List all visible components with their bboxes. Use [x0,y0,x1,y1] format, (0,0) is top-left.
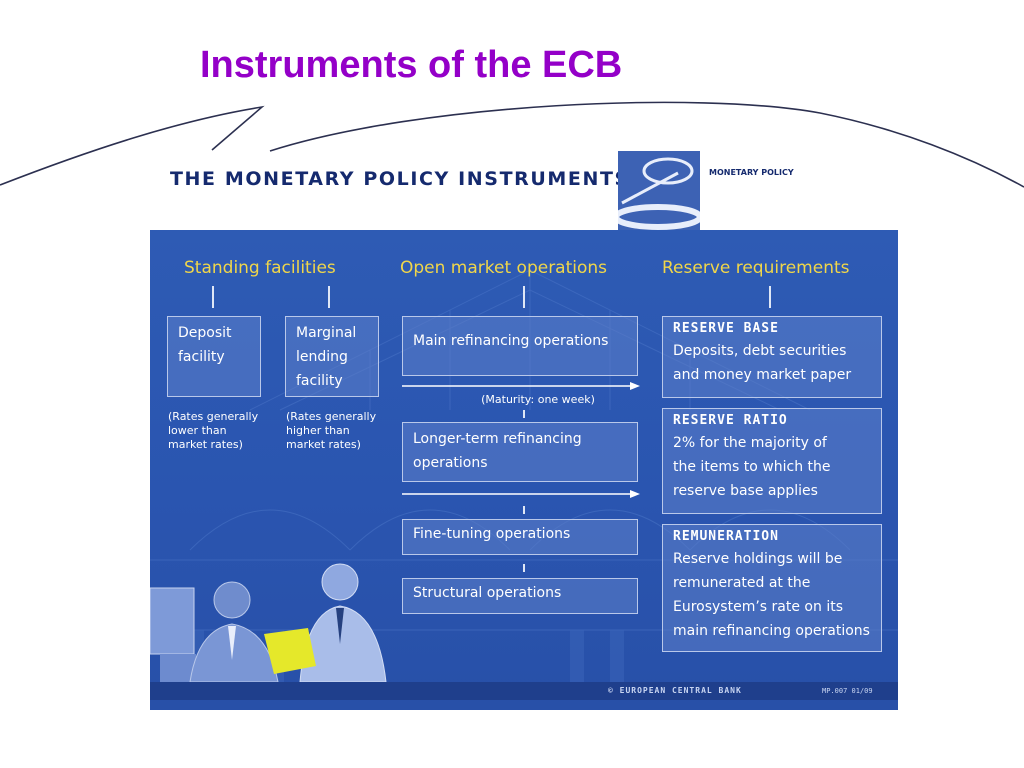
remuneration-line: Reserve holdings will be [673,551,843,567]
connector-tick [523,410,525,418]
footer-copyright: © EUROPEAN CENTRAL BANK [608,686,742,695]
main-refinancing-label: Main refinancing operations [413,333,609,349]
note-line: market rates) [168,438,243,451]
footer-code: MP.007 01/09 [822,687,873,695]
remuneration-title: REMUNERATION [673,529,779,544]
logo-label: MONETARY POLICY [709,168,794,177]
slide-title: Instruments of the ECB [200,44,623,86]
marginal-line: facility [296,373,343,389]
deposit-facility-box: Deposit facility [167,316,261,397]
connector-tick [328,286,330,308]
monetary-policy-logo [618,151,700,233]
footer-bar [150,682,898,700]
reserve-ratio-line: the items to which the [673,459,831,475]
marginal-lending-facility-box: Marginal lending facility [285,316,379,397]
deposit-line: facility [178,349,225,365]
reserve-ratio-title: RESERVE RATIO [673,413,788,428]
fine-tuning-label: Fine-tuning operations [413,526,571,542]
remuneration-box: REMUNERATION Reserve holdings will be re… [662,524,882,652]
instruments-panel: Standing facilities Open market operatio… [150,230,898,710]
reserve-base-line: Deposits, debt securities [673,343,847,359]
note-line: (Rates generally [286,410,377,423]
marginal-line: lending [296,349,348,365]
deposit-line: Deposit [178,325,232,341]
arrow-right-icon [402,490,640,498]
maturity-note: (Maturity: one week) [481,393,595,406]
main-refinancing-box: Main refinancing operations [402,316,638,376]
decorative-swoosh [0,101,1024,188]
reserve-ratio-line: reserve base applies [673,483,818,499]
fine-tuning-box: Fine-tuning operations [402,519,638,555]
people-illustration [150,563,387,682]
reserve-ratio-line: 2% for the majority of [673,435,827,451]
reserve-ratio-box: RESERVE RATIO 2% for the majority of the… [662,408,882,514]
remuneration-line: Eurosystem’s rate on its [673,599,843,615]
note-line: (Rates generally [168,410,259,423]
marginal-rate-note: (Rates generally higher than market rate… [286,410,396,452]
deposit-rate-note: (Rates generally lower than market rates… [168,410,278,452]
longer-term-line: operations [413,455,488,471]
remuneration-line: main refinancing operations [673,623,870,639]
poster-title: THE MONETARY POLICY INSTRUMENTS [170,168,630,190]
connector-tick [523,564,525,572]
note-line: market rates) [286,438,361,451]
remuneration-line: remunerated at the [673,575,811,591]
connector-tick [523,506,525,514]
note-line: higher than [286,424,350,437]
structural-operations-box: Structural operations [402,578,638,614]
marginal-line: Marginal [296,325,357,341]
heading-standing-facilities: Standing facilities [184,258,336,278]
connector-tick [523,286,525,308]
heading-reserve-requirements: Reserve requirements [662,258,850,278]
connector-tick [769,286,771,308]
structural-label: Structural operations [413,585,562,601]
reserve-base-title: RESERVE BASE [673,321,779,336]
longer-term-refinancing-box: Longer-term refinancing operations [402,422,638,482]
longer-term-line: Longer-term refinancing [413,431,582,447]
note-line: lower than [168,424,227,437]
arrow-right-icon [402,382,640,390]
connector-tick [212,286,214,308]
reserve-base-box: RESERVE BASE Deposits, debt securities a… [662,316,882,398]
reserve-base-line: and money market paper [673,367,852,383]
heading-open-market-operations: Open market operations [400,258,608,278]
